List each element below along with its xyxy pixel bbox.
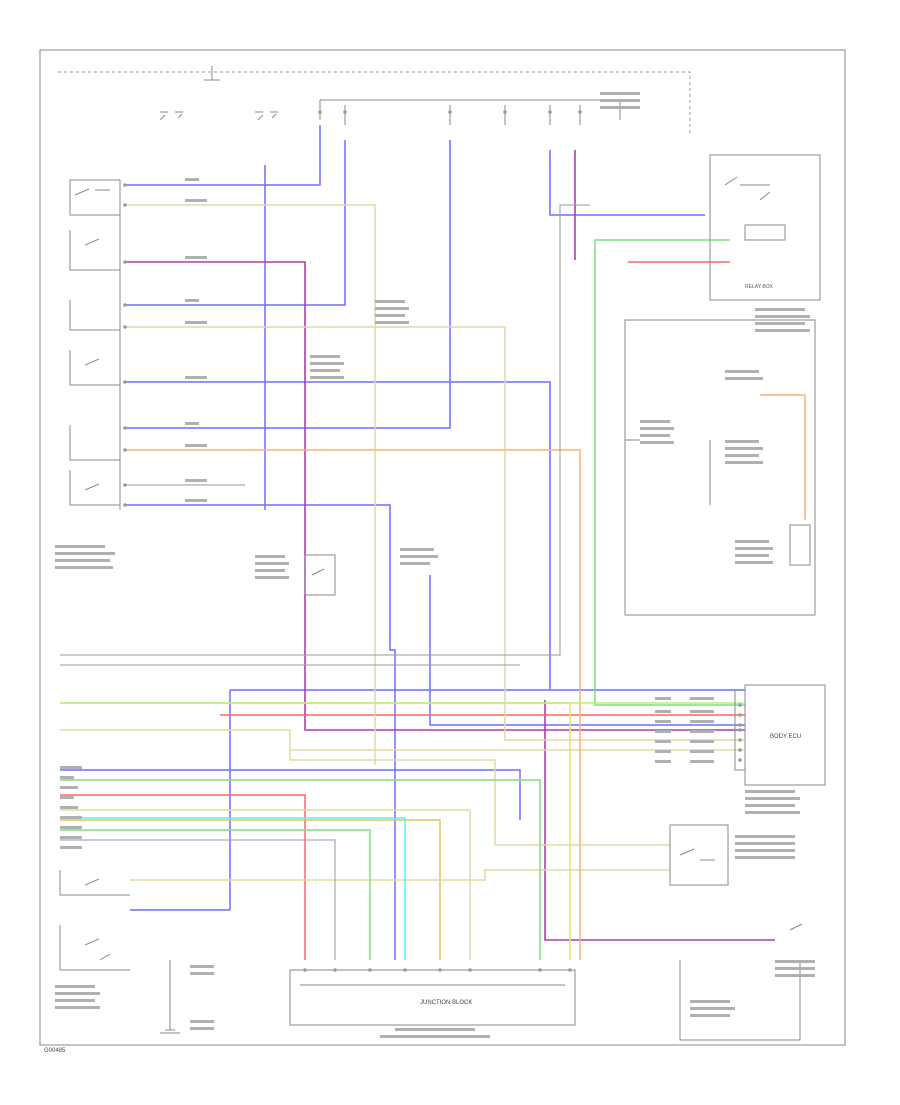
wire-tan-1 — [125, 204, 376, 765]
right-relay-box — [709, 154, 821, 301]
wire-blue-2 — [125, 140, 346, 306]
right-small-relay — [669, 824, 729, 886]
wire-green-2 — [60, 779, 541, 960]
wire-tan-3 — [60, 729, 745, 751]
wire-orange-1 — [125, 449, 581, 960]
footer-code: G00485 — [44, 1048, 66, 1054]
wire-green-1 — [594, 239, 745, 706]
bottom-right-switch — [789, 923, 803, 931]
bottom-right-box — [679, 960, 801, 1041]
wire-green-3 — [60, 829, 371, 960]
top-fuse-symbols — [159, 66, 278, 121]
wire-purple-1 — [125, 261, 745, 731]
wire-blue-7 — [125, 381, 551, 690]
relay-box-label: RELAY BOX — [745, 284, 774, 290]
wire-tan-6 — [60, 819, 441, 960]
power-feed-line — [58, 71, 691, 135]
body-ecu-box — [744, 684, 826, 786]
body-ecu-label: BODY ECU — [770, 734, 801, 740]
wire-blue-8 — [125, 504, 396, 960]
wire-gray-1 — [60, 204, 590, 656]
left-bottom-switch — [59, 870, 180, 1034]
junction-block-box — [289, 969, 576, 1026]
wire-red-3 — [60, 794, 306, 960]
left-switch-column — [69, 179, 121, 510]
right-small-relay-symbol — [679, 848, 715, 861]
wire-blue-3 — [125, 140, 451, 429]
right-mid-inner — [625, 439, 811, 566]
wire-yellow-1 — [60, 702, 571, 960]
wire-blue-1 — [125, 125, 321, 186]
wire-tan-5 — [60, 809, 471, 960]
wire-orange-2 — [760, 394, 806, 520]
right-mid-box — [624, 319, 816, 616]
center-relay — [304, 554, 336, 596]
wire-tan-7 — [130, 869, 670, 881]
right-relay-symbol — [724, 176, 786, 241]
wire-tan-4 — [289, 750, 670, 846]
diagram-frame — [39, 49, 846, 1046]
wires — [60, 125, 806, 960]
wire-cyan-1 — [60, 817, 406, 960]
wire-blue-9 — [429, 575, 745, 726]
label-marks — [55, 92, 815, 1038]
body-ecu-connector — [734, 690, 745, 771]
wire-tan-2 — [125, 326, 745, 741]
wire-blue-12 — [60, 769, 521, 820]
wire-blue-5 — [549, 150, 705, 216]
junction-block-label: JUNCTION BLOCK — [420, 1000, 472, 1006]
connector-dots — [123, 110, 742, 972]
top-bus — [319, 99, 621, 125]
wire-blue-4 — [310, 140, 505, 230]
wire-gray-3 — [60, 839, 336, 960]
